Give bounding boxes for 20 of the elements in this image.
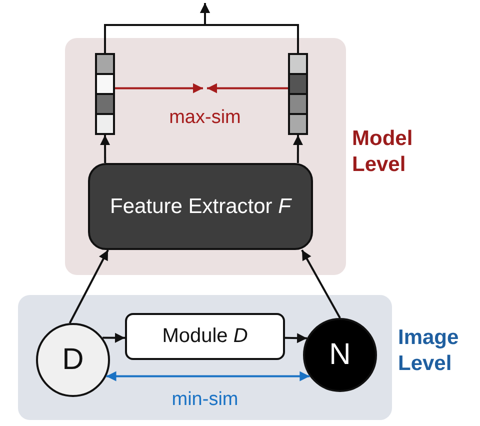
arrow [292,135,303,163]
level-label: Model Level [352,126,414,178]
arrow [106,371,310,382]
edge-label: min-sim [172,389,238,411]
process-box [88,163,313,250]
arrow [100,135,110,163]
arrow [102,332,125,343]
arrow [301,250,341,318]
arrow [207,83,288,94]
node-label: N [329,338,351,372]
arrow [200,3,299,53]
similarity-label: max-sim [169,107,241,129]
arrow [68,250,109,324]
box-label: Module D [162,325,248,348]
arrow [284,333,308,344]
level-label: Image Level [398,325,460,378]
process-box [125,313,285,360]
node-label: D [62,343,84,377]
arrow [115,83,203,94]
box-label: Feature Extractor F [109,194,293,220]
